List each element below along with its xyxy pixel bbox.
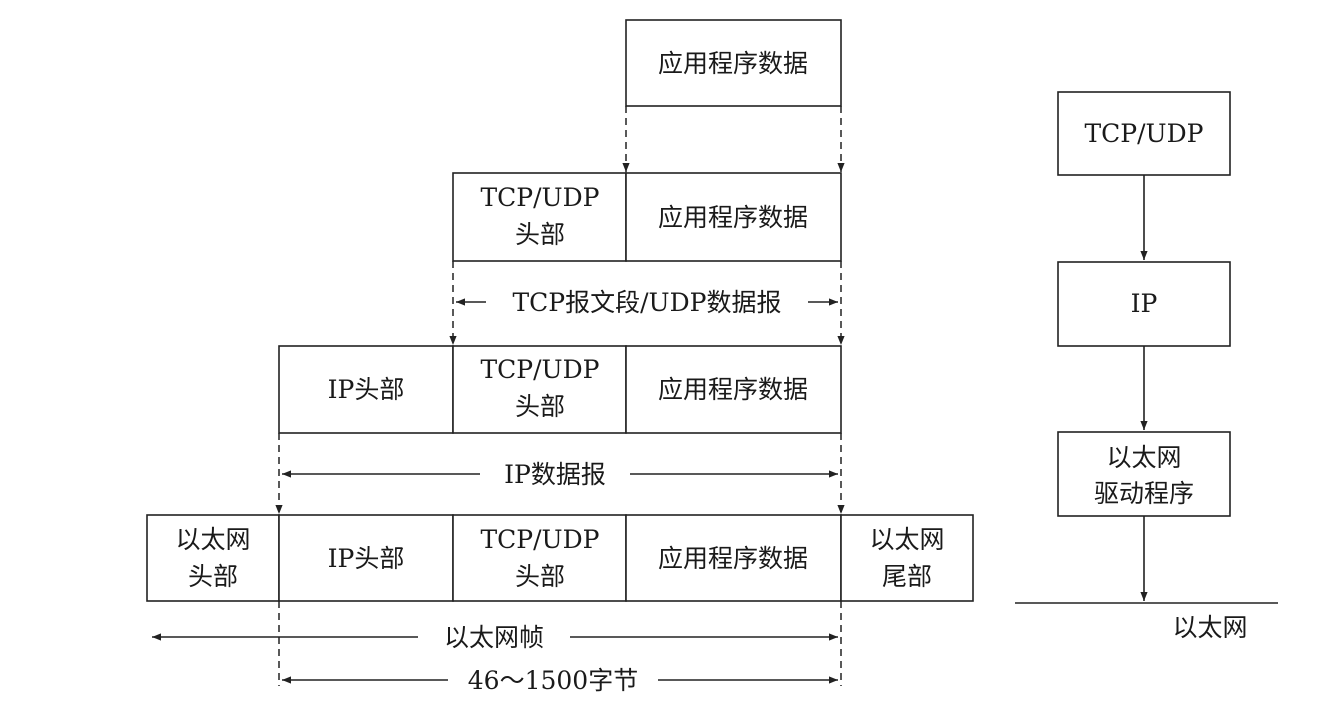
app-data-box-2 [625,172,842,262]
ip-header-text: IP头部 [328,375,405,404]
eth-header-text-2: 头部 [188,562,238,591]
stack-tcp-box [1057,91,1231,176]
stack-ip-text: IP [1131,289,1158,318]
ip-header-box [278,345,454,434]
stack-eth-driver-box [1057,431,1231,517]
tcp-header-text-6: 头部 [515,562,565,591]
row-app-data: 应用程序数据 [625,19,842,107]
row-ethernet-frame: 以太网 头部 IP头部 TCP/UDP 头部 应用程序数据 以太网 尾部 [146,514,974,602]
ip-header-box-2 [278,514,454,602]
ip-datagram-label: IP数据报 [504,460,606,489]
tcp-header-box [452,172,627,262]
payload-size-label: 46～1500字节 [468,666,638,695]
eth-trailer-box [840,514,974,602]
tcp-header-box-3 [452,514,627,602]
ethernet-label: 以太网 [1172,613,1247,642]
tcp-header-text-2: 头部 [515,220,565,249]
tcp-header-box-2 [452,345,627,434]
eth-header-text-1: 以太网 [175,525,250,554]
stack-tcp-text: TCP/UDP [1085,119,1204,148]
eth-header-box [146,514,280,602]
row-tcp-segment: TCP/UDP 头部 应用程序数据 [452,172,842,262]
app-data-box-4 [625,514,842,602]
app-data-box [625,19,842,107]
app-data-box-3 [625,345,842,434]
protocol-stack: TCP/UDP IP 以太网 驱动程序 以太网 [1015,91,1278,642]
stack-eth-driver-text-2: 驱动程序 [1094,479,1194,508]
tcp-header-text-1: TCP/UDP [481,183,600,212]
row-ip-datagram: IP头部 TCP/UDP 头部 应用程序数据 [278,345,842,434]
ip-header-text-2: IP头部 [328,544,405,573]
app-data-text-3: 应用程序数据 [658,375,808,404]
eth-trailer-text-1: 以太网 [869,525,944,554]
tcp-header-text-4: 头部 [515,392,565,421]
eth-frame-label: 以太网帧 [444,623,544,652]
app-data-text-2: 应用程序数据 [658,203,808,232]
eth-trailer-text-2: 尾部 [882,562,932,591]
tcp-header-text-3: TCP/UDP [481,355,600,384]
app-data-text: 应用程序数据 [658,49,808,78]
stack-ip-box [1057,261,1231,347]
tcp-segment-label: TCP报文段/UDP数据报 [513,288,782,317]
stack-eth-driver-text-1: 以太网 [1106,443,1181,472]
tcp-header-text-5: TCP/UDP [481,525,600,554]
app-data-text-4: 应用程序数据 [658,544,808,573]
